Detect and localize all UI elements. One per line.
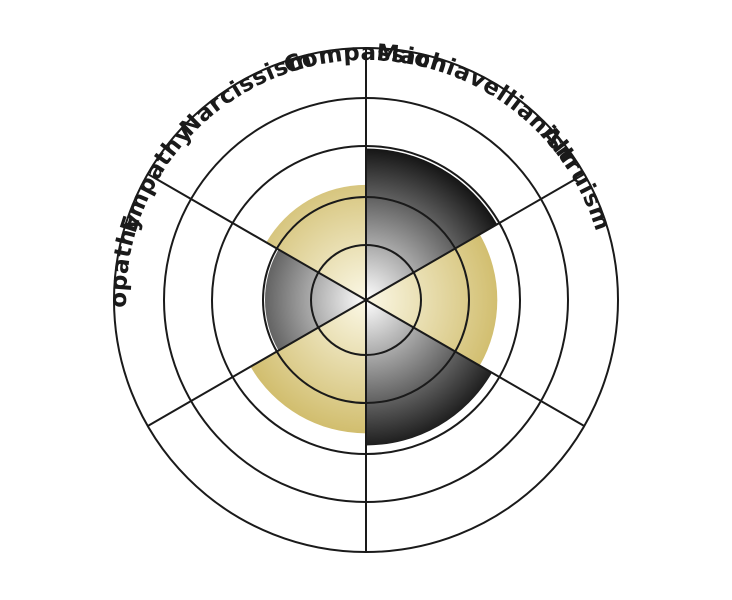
- label-empathy: Empathy: [116, 120, 198, 236]
- spoke-6: [147, 173, 367, 301]
- segment-wedges: [250, 148, 498, 446]
- wedge-empathy: [266, 184, 366, 300]
- wedge-psychopathy: [265, 249, 366, 351]
- wedge-narcissism: [366, 148, 498, 300]
- spoke-2: [365, 173, 585, 301]
- label-psychopathy: Psychopathy: [0, 0, 147, 308]
- label-altruism: Altruism: [535, 121, 615, 234]
- spoke-3: [365, 299, 585, 427]
- wedge-machiavellianism: [366, 300, 492, 446]
- wedge-altruism: [250, 300, 366, 434]
- spoke-5: [147, 299, 367, 427]
- diagram-grid: [113, 47, 619, 553]
- spokes: [147, 48, 585, 552]
